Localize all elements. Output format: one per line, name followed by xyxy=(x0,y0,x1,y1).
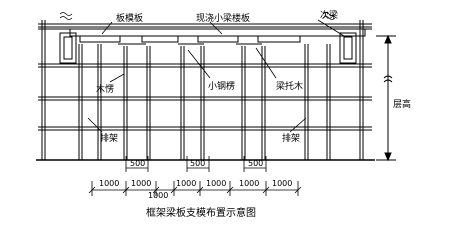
bottom-dimension-line xyxy=(88,181,302,196)
floor-height-label: 层高 xyxy=(393,98,411,110)
formwork-layout-diagram: 板模板 现浇小梁楼板 次梁 木愣 小钢楞 梁托木 排架 排架 层高 500 50… xyxy=(36,9,411,219)
slab-formwork-label: 板模板 xyxy=(116,12,143,24)
cast-small-beam-slab-label: 现浇小梁楼板 xyxy=(196,12,250,24)
beam-width-2: 500 xyxy=(190,159,205,168)
scaffold-left-label: 排架 xyxy=(100,132,118,144)
spacing-4: 1000 xyxy=(176,179,196,188)
leader-lines xyxy=(87,19,345,133)
break-marks xyxy=(59,12,336,20)
beam-width-3: 500 xyxy=(248,159,263,168)
spacing-3: 1000 xyxy=(148,191,168,200)
slab-structure xyxy=(38,23,372,45)
secondary-beam-left xyxy=(59,32,77,64)
scaffold-posts xyxy=(41,20,364,160)
beam-width-1: 500 xyxy=(130,159,145,168)
scaffold-right-label: 排架 xyxy=(282,132,300,144)
floor-height-dimension xyxy=(376,34,396,162)
spacing-5: 1000 xyxy=(206,179,226,188)
scaffold-ledgers xyxy=(38,63,372,131)
beam-support-timber-label: 梁托木 xyxy=(276,80,303,92)
beam-width-dimensions xyxy=(125,156,267,172)
secondary-beam-label: 次梁 xyxy=(320,9,338,21)
small-steel-joist-label: 小钢楞 xyxy=(208,80,235,92)
secondary-beam-right xyxy=(339,32,357,64)
wood-joist-label: 木愣 xyxy=(96,83,114,95)
spacing-6: 1000 xyxy=(239,179,259,188)
spacing-1: 1000 xyxy=(99,179,119,188)
spacing-7: 1000 xyxy=(272,179,292,188)
diagram-caption: 框架梁板支模布置示意图 xyxy=(146,206,256,219)
spacing-2: 1000 xyxy=(131,179,151,188)
